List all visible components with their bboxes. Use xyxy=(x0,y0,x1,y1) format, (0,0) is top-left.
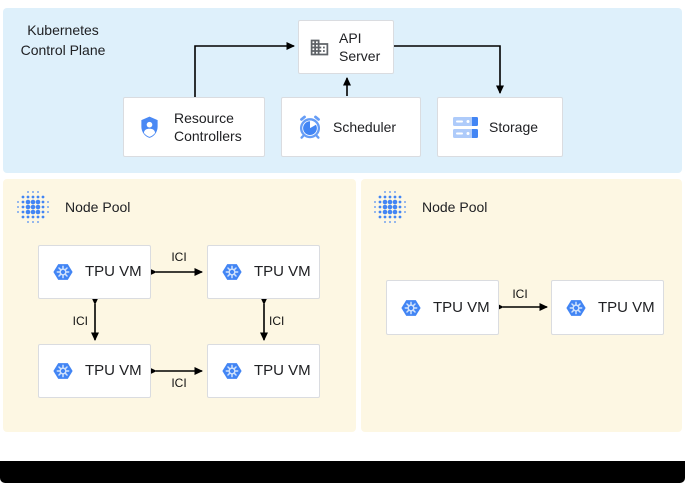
tpu-vm-label: TPU VM xyxy=(85,362,142,379)
ici-label-left-column: ICI xyxy=(72,314,88,328)
tpu-vm-node: TPU VM xyxy=(207,344,320,398)
alarm-clock-icon xyxy=(299,115,321,139)
tpu-hexagon-icon xyxy=(53,363,73,379)
tpu-vm-label: TPU VM xyxy=(433,298,490,316)
ici-label-bottom-row: ICI xyxy=(171,376,187,390)
node-pool-2-title: Node Pool xyxy=(422,199,488,215)
api-server-node: API Server xyxy=(298,20,394,74)
node-pool-dots-icon xyxy=(17,191,49,223)
bottom-bar xyxy=(0,461,685,483)
scheduler-node: Scheduler xyxy=(281,97,421,157)
ici-label-pool2: ICI xyxy=(512,287,528,301)
shield-user-icon xyxy=(141,116,158,138)
node-pool-dots-icon xyxy=(374,191,406,223)
scheduler-label: Scheduler xyxy=(333,119,397,135)
tpu-hexagon-icon xyxy=(401,299,421,316)
ici-label-top-row: ICI xyxy=(171,250,187,264)
tpu-hexagon-icon xyxy=(53,264,73,280)
node-pool-2-header: Node Pool xyxy=(373,190,487,224)
tpu-hexagon-icon xyxy=(222,363,242,379)
tpu-vm-node: TPU VM xyxy=(551,280,664,335)
node-pool-1-title: Node Pool xyxy=(65,199,131,215)
storage-racks-icon xyxy=(453,116,478,138)
tpu-vm-label: TPU VM xyxy=(254,263,311,280)
tpu-vm-node: TPU VM xyxy=(207,245,320,299)
tpu-vm-label: TPU VM xyxy=(598,298,655,316)
tpu-vm-label: TPU VM xyxy=(85,263,142,280)
storage-label: Storage xyxy=(489,119,539,135)
control-plane-title: Kubernetes Control Plane xyxy=(20,22,106,58)
resource-controllers-label: Resource Controllers xyxy=(174,110,242,144)
building-icon xyxy=(310,39,329,55)
tpu-vm-node: TPU VM xyxy=(386,280,499,335)
resource-controllers-node: Resource Controllers xyxy=(123,97,265,157)
node-pool-1-header: Node Pool xyxy=(16,190,130,224)
tpu-vm-node: TPU VM xyxy=(38,344,151,398)
ici-label-right-column: ICI xyxy=(269,314,285,328)
tpu-hexagon-icon xyxy=(566,299,586,316)
tpu-vm-label: TPU VM xyxy=(254,362,311,379)
api-server-label: API Server xyxy=(339,30,381,64)
tpu-vm-node: TPU VM xyxy=(38,245,151,299)
storage-node: Storage xyxy=(437,97,563,157)
tpu-hexagon-icon xyxy=(222,264,242,280)
